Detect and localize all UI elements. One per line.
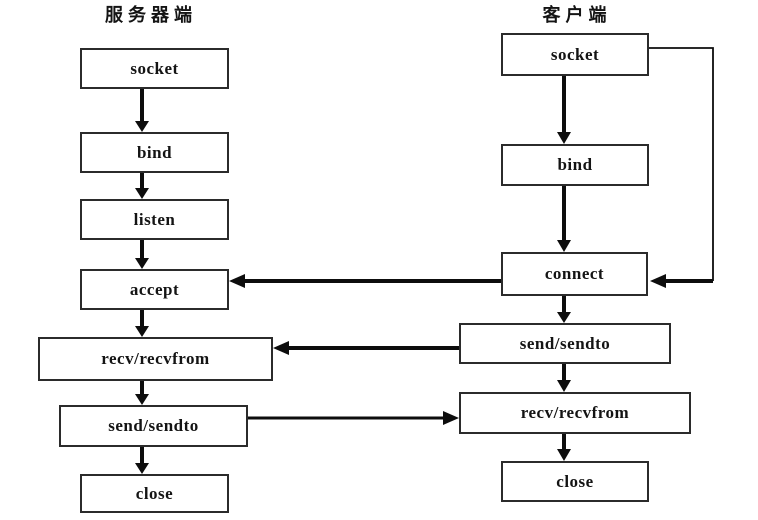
server-node-listen: listen (80, 199, 229, 240)
server-node-socket: socket (80, 48, 229, 89)
client-column-title: 客户端 (542, 5, 612, 26)
client-node-connect: connect (501, 252, 648, 296)
server-arrow-listen-to-accept (135, 240, 149, 269)
server-arrow-accept-to-recv (135, 310, 149, 337)
server-node-send-sendto: send/sendto (59, 405, 248, 447)
client-arrow-connect-to-send (557, 296, 571, 323)
client-arrow-bind-to-connect (557, 186, 571, 252)
server-node-accept: accept (80, 269, 229, 310)
client-node-recv-recvfrom: recv/recvfrom (459, 392, 691, 434)
server-arrow-bind-to-listen (135, 173, 149, 199)
client-arrow-send-to-recv (557, 364, 571, 392)
arrow-client-socket-loop-to-connect (649, 47, 714, 288)
server-node-recv-recvfrom: recv/recvfrom (38, 337, 273, 381)
server-arrow-recv-to-send (135, 381, 149, 405)
server-arrow-socket-to-bind (135, 89, 149, 132)
arrow-server-send-to-client-recv (248, 411, 459, 425)
client-node-close: close (501, 461, 649, 502)
arrow-client-send-to-server-recv (273, 341, 459, 355)
client-arrow-socket-to-bind (557, 76, 571, 144)
server-column-title: 服务器端 (105, 5, 197, 26)
client-node-bind: bind (501, 144, 649, 186)
client-node-send-sendto: send/sendto (459, 323, 671, 364)
server-node-close: close (80, 474, 229, 513)
arrow-connect-to-accept (229, 274, 501, 288)
server-arrow-send-to-close (135, 447, 149, 474)
client-node-socket: socket (501, 33, 649, 76)
client-arrow-recv-to-close (557, 434, 571, 461)
server-node-bind: bind (80, 132, 229, 173)
